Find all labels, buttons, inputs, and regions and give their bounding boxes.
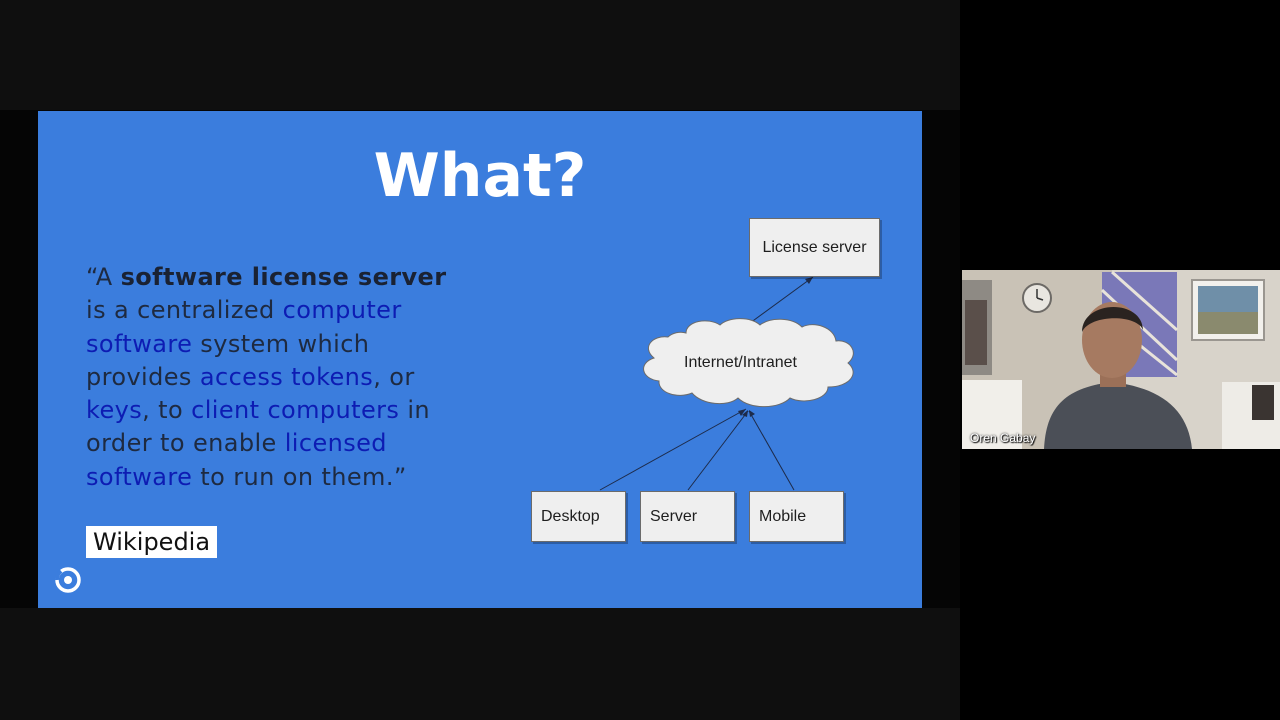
connector-cloud-license: [749, 276, 814, 324]
cloud-shape: [643, 318, 854, 408]
person-head: [1082, 302, 1142, 378]
quote-link-licensed-software[interactable]: licensed software: [86, 429, 387, 491]
quote-part: to run on them.”: [192, 462, 407, 491]
arrowhead-cloud-right: [749, 410, 755, 417]
participant-video-feed: [962, 270, 1280, 449]
sofa-left: [962, 380, 1022, 449]
client-node-server: Server: [640, 491, 735, 542]
source-label: Wikipedia: [86, 526, 218, 558]
participant-name-label: Oren Gabay: [970, 431, 1036, 445]
presentation-slide: What? “A software license server is a ce…: [38, 111, 922, 608]
client-node-mobile: Mobile: [749, 491, 844, 542]
network-cloud-label: Internet/Intranet: [684, 354, 797, 371]
arrowhead-cloud-mid: [742, 410, 748, 417]
connector-lines: [599, 276, 814, 491]
quote-part: system which provides: [86, 329, 370, 391]
brand-logo-icon: [55, 567, 81, 593]
person-body: [1044, 382, 1192, 449]
quote-part: , or: [373, 362, 415, 391]
quote-part: in order to enable: [86, 396, 431, 458]
client-node-desktop: Desktop: [531, 491, 626, 542]
license-server-node: License server: [749, 218, 880, 277]
quote-link-keys[interactable]: keys: [86, 396, 143, 425]
quote-part: , to: [142, 396, 192, 425]
arrowheads: [738, 277, 813, 417]
quote-part: “A: [86, 263, 121, 291]
participant-video-tile[interactable]: Oren Gabay: [962, 270, 1280, 449]
quote-link-access-tokens[interactable]: access tokens: [199, 362, 374, 391]
arrowhead-license: [805, 277, 813, 284]
definition-quote: “A software license server is a centrali…: [86, 261, 466, 494]
screen-share-area: What? “A software license server is a ce…: [0, 0, 960, 720]
connector-mobile-cloud: [748, 410, 795, 491]
connector-desktop-cloud: [599, 408, 747, 491]
network-cloud-icon: [643, 318, 854, 408]
person-hair: [1082, 306, 1143, 332]
quote-link-computer-software[interactable]: computer software: [86, 296, 402, 358]
quote-keyword: software license server: [120, 263, 447, 291]
arrowhead-cloud-left: [738, 409, 746, 416]
slide-title: What?: [373, 141, 587, 211]
architecture-diagram: [599, 276, 854, 491]
quote-link-client-computers[interactable]: client computers: [191, 396, 400, 425]
quote-part: is a centralized: [86, 296, 283, 325]
wall-art-left: [965, 300, 987, 365]
connector-server-cloud: [687, 410, 749, 491]
